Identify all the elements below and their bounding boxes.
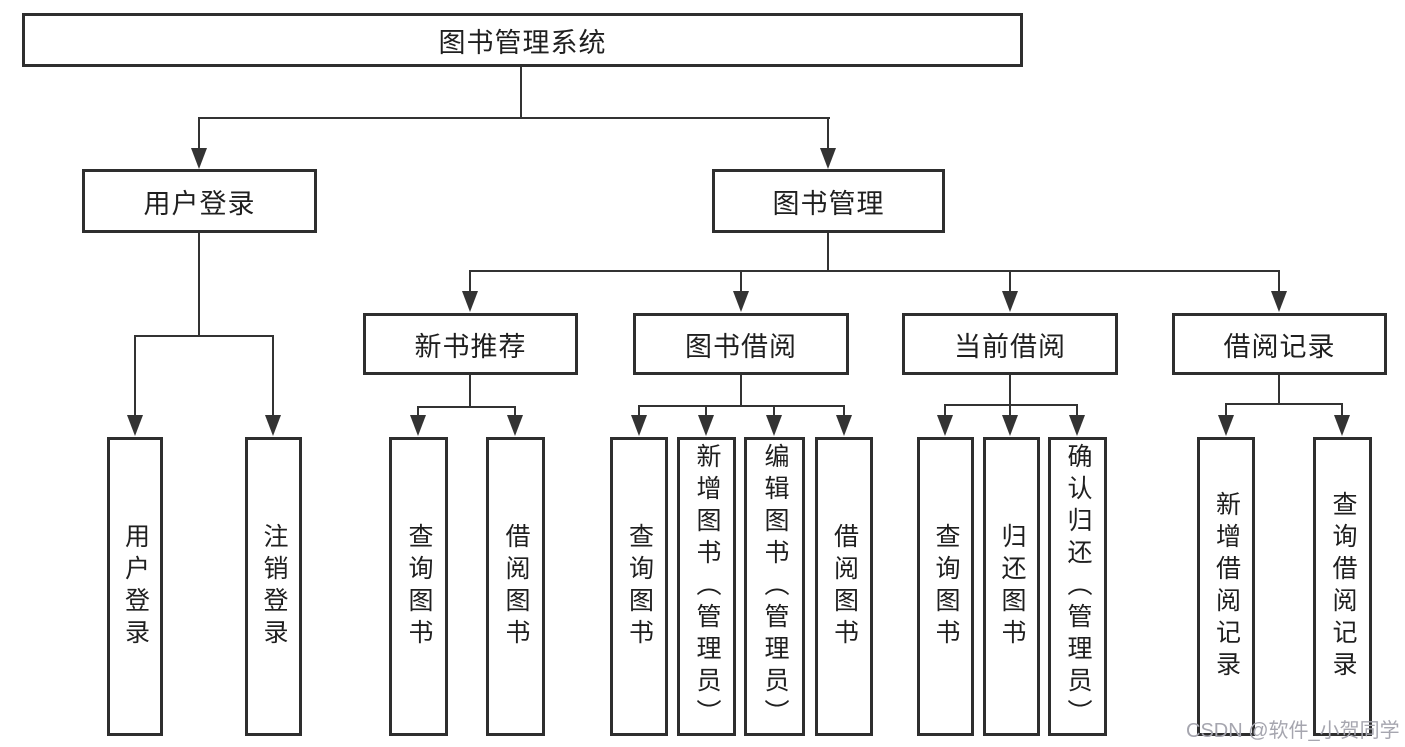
node-leaf-edit-books-admin: 编辑图书（管理员） <box>744 437 805 736</box>
node-label: 归还图书 <box>998 522 1026 651</box>
connector-hline <box>134 335 274 337</box>
node-new-book-recommend: 新书推荐 <box>363 313 578 375</box>
connector-vline <box>944 404 946 418</box>
node-label: 查询图书 <box>405 522 433 651</box>
node-label: 借阅记录 <box>1223 331 1336 362</box>
connector-vline <box>469 375 471 408</box>
connector-vline <box>520 67 522 117</box>
connector-vline <box>1225 403 1227 418</box>
arrowhead-down-icon <box>127 415 143 436</box>
connector-vline <box>1009 270 1011 293</box>
connector-vline <box>1341 403 1343 418</box>
node-current-borrowing: 当前借阅 <box>902 313 1118 375</box>
node-label: 编辑图书（管理员） <box>761 442 789 731</box>
arrowhead-down-icon <box>191 148 207 169</box>
node-label: 确认归还（管理员） <box>1064 442 1092 731</box>
arrowhead-down-icon <box>1218 415 1234 436</box>
node-label: 用户登录 <box>143 188 256 219</box>
arrowhead-down-icon <box>1069 415 1085 436</box>
connector-vline <box>638 405 640 418</box>
arrowhead-down-icon <box>1002 291 1018 312</box>
connector-vline <box>773 405 775 418</box>
node-leaf-query-books: 查询图书 <box>917 437 974 736</box>
arrowhead-down-icon <box>766 415 782 436</box>
arrowhead-down-icon <box>265 415 281 436</box>
connector-vline <box>843 405 845 418</box>
connector-vline <box>1278 375 1280 405</box>
node-label: 注销登录 <box>260 522 288 651</box>
node-book-borrowing: 图书借阅 <box>633 313 849 375</box>
arrowhead-down-icon <box>462 291 478 312</box>
connector-vline <box>198 117 200 149</box>
connector-vline <box>198 233 200 336</box>
connector-vline <box>1009 404 1011 418</box>
node-leaf-query-books: 查询图书 <box>389 437 448 736</box>
connector-hline <box>417 406 516 408</box>
node-label: 查询借阅记录 <box>1329 490 1357 683</box>
connector-vline <box>1076 404 1078 418</box>
node-label: 用户登录 <box>121 522 150 651</box>
node-leaf-return-books: 归还图书 <box>983 437 1040 736</box>
node-leaf-query-books: 查询图书 <box>610 437 668 736</box>
connector-vline <box>469 270 471 293</box>
connector-hline <box>470 270 1280 272</box>
connector-vline <box>272 335 274 417</box>
node-label: 借阅图书 <box>830 522 859 651</box>
node-label: 查询图书 <box>625 522 654 651</box>
node-label: 图书借阅 <box>685 331 797 362</box>
node-label: 新增图书（管理员） <box>693 442 721 731</box>
node-user-login: 用户登录 <box>82 169 317 233</box>
arrowhead-down-icon <box>507 415 523 436</box>
connector-vline <box>1278 270 1280 293</box>
arrowhead-down-icon <box>836 415 852 436</box>
watermark: CSDN @软件_小贺同学 <box>1186 720 1400 742</box>
node-label: 当前借阅 <box>954 331 1066 362</box>
connector-vline <box>827 233 829 272</box>
node-book-management: 图书管理 <box>712 169 945 233</box>
node-leaf-borrow-books: 借阅图书 <box>815 437 873 736</box>
node-leaf-query-borrow-record: 查询借阅记录 <box>1313 437 1372 736</box>
arrowhead-down-icon <box>410 415 426 436</box>
arrowhead-down-icon <box>631 415 647 436</box>
node-leaf-borrow-books: 借阅图书 <box>486 437 545 736</box>
connector-vline <box>705 405 707 418</box>
arrowhead-down-icon <box>1002 415 1018 436</box>
node-borrowing-records: 借阅记录 <box>1172 313 1387 375</box>
connector-hline <box>638 405 845 407</box>
connector-hline <box>944 404 1078 406</box>
connector-vline <box>417 406 419 418</box>
node-leaf-user-login: 用户登录 <box>107 437 163 736</box>
connector-vline <box>134 335 136 417</box>
connector-vline <box>740 375 742 407</box>
arrowhead-down-icon <box>937 415 953 436</box>
node-label: 新增借阅记录 <box>1212 490 1241 683</box>
node-leaf-confirm-return-admin: 确认归还（管理员） <box>1048 437 1107 736</box>
node-label: 新书推荐 <box>414 331 527 362</box>
arrowhead-down-icon <box>698 415 714 436</box>
arrowhead-down-icon <box>1334 415 1350 436</box>
arrowhead-down-icon <box>1271 291 1287 312</box>
node-label: 图书管理系统 <box>438 27 607 58</box>
node-leaf-logout: 注销登录 <box>245 437 302 736</box>
node-label: 查询图书 <box>932 522 960 651</box>
arrowhead-down-icon <box>820 148 836 169</box>
connector-hline <box>198 117 830 119</box>
connector-vline <box>1009 375 1011 406</box>
connector-vline <box>740 270 742 293</box>
connector-vline <box>827 117 829 149</box>
node-library-management-system: 图书管理系统 <box>22 13 1023 67</box>
node-label: 借阅图书 <box>502 522 530 651</box>
node-leaf-add-borrow-record: 新增借阅记录 <box>1197 437 1255 736</box>
connector-vline <box>514 406 516 418</box>
node-label: 图书管理 <box>772 188 885 219</box>
arrowhead-down-icon <box>733 291 749 312</box>
connector-hline <box>1225 403 1343 405</box>
node-leaf-add-books-admin: 新增图书（管理员） <box>677 437 736 736</box>
